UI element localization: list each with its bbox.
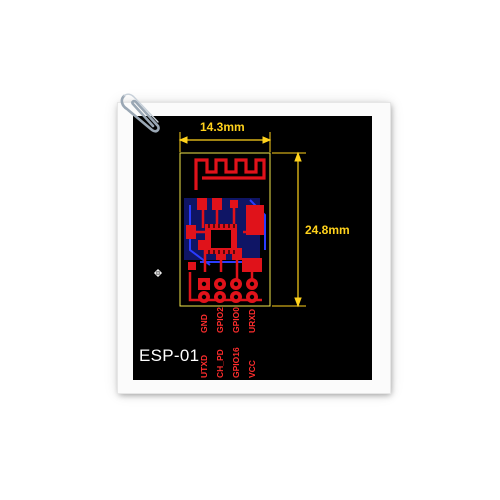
board-outline xyxy=(179,152,271,307)
module-title: ESP-01 xyxy=(139,346,200,365)
pin-label-utxd: UTXD xyxy=(199,354,209,378)
pin-label-gpio16: GPIO16 xyxy=(231,347,241,378)
height-dimension xyxy=(272,151,306,308)
pin-label-urxd: URXD xyxy=(247,308,257,333)
height-label: 24.8mm xyxy=(305,223,350,237)
pin-label-ch-pd: CH_PD xyxy=(215,349,225,378)
antenna-trace xyxy=(194,158,266,190)
width-label: 14.3mm xyxy=(200,120,245,134)
origin-marker-icon xyxy=(154,269,162,277)
mcu-chip xyxy=(205,224,237,254)
paperclip-icon xyxy=(120,93,160,133)
pin-label-gpio0: GPIO0 xyxy=(231,307,241,333)
pin-label-gnd: GND xyxy=(199,314,209,333)
width-dimension xyxy=(178,132,272,152)
pin-label-vcc: VCC xyxy=(247,360,257,378)
pin-label-gpio2: GPIO2 xyxy=(215,307,225,333)
pad-holes xyxy=(201,281,255,300)
